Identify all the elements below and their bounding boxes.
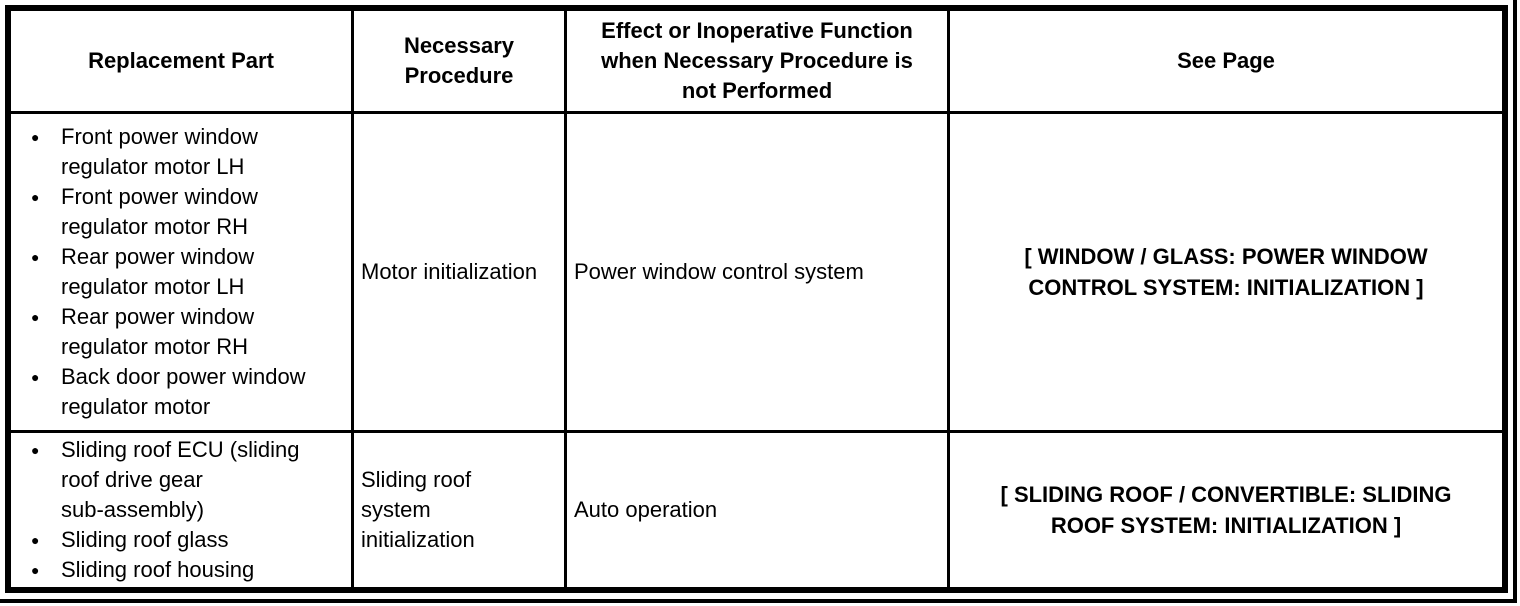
part-list-item-label: Rear power window regulator motor RH [61, 304, 255, 359]
part-list-item: ● Sliding roof glass [31, 525, 351, 555]
part-list-item-label: Sliding roof glass [61, 527, 229, 552]
part-list-item-label: Sliding roof housing [61, 557, 255, 582]
part-list-item-label: Rear power window regulator motor LH [61, 244, 255, 299]
replacement-part-cell-row2: ● Sliding roof ECU (sliding roof drive ge… [11, 433, 351, 587]
part-list-item: ● Back door power window regulator motor [31, 362, 351, 422]
part-list-item-label: Sliding roof ECU (sliding roof drive gea… [61, 437, 300, 522]
header-replacement-part: Replacement Part [11, 11, 351, 111]
part-list-item: ● Rear power window regulator motor LH [31, 242, 351, 302]
bullet-icon: ● [31, 562, 40, 578]
part-list-item-label: Front power window regulator motor RH [61, 184, 258, 239]
header-effect-or-inoperative-function: Effect or Inoperative Function when Nece… [567, 11, 947, 111]
necessary-procedure-cell-row2: Sliding roof system initialization [354, 433, 564, 587]
bullet-icon: ● [31, 442, 40, 458]
part-list-item-label: Back door power window regulator motor [61, 364, 306, 419]
effect-cell-row1: Power window control system [567, 114, 947, 430]
header-necessary-procedure: Necessary Procedure [354, 11, 564, 111]
bullet-icon: ● [31, 309, 40, 325]
replacement-part-cell-row1: ● Front power window regulator motor LH ● F… [11, 114, 351, 430]
see-page-cell-row1: [ WINDOW / GLASS: POWER WINDOW CONTROL S… [950, 114, 1502, 430]
part-list-item: ● Front power window regulator motor LH [31, 122, 351, 182]
part-list-item: ● Front power window regulator motor RH [31, 182, 351, 242]
part-list-item-label: Front power window regulator motor LH [61, 124, 258, 179]
effect-cell-row2: Auto operation [567, 433, 947, 587]
replacement-parts-table: Replacement Part Necessary Procedure Eff… [5, 5, 1508, 593]
necessary-procedure-cell-row1: Motor initialization [354, 114, 564, 430]
bullet-icon: ● [31, 369, 40, 385]
bullet-icon: ● [31, 532, 40, 548]
bullet-icon: ● [31, 189, 40, 205]
bullet-icon: ● [31, 129, 40, 145]
bullet-icon: ● [31, 249, 40, 265]
part-list-item: ● Rear power window regulator motor RH [31, 302, 351, 362]
part-list-item: ● Sliding roof ECU (sliding roof drive ge… [31, 435, 351, 525]
header-see-page: See Page [950, 11, 1502, 111]
see-page-cell-row2: [ SLIDING ROOF / CONVERTIBLE: SLIDING RO… [950, 433, 1502, 587]
part-list-item: ● Sliding roof housing [31, 555, 351, 585]
